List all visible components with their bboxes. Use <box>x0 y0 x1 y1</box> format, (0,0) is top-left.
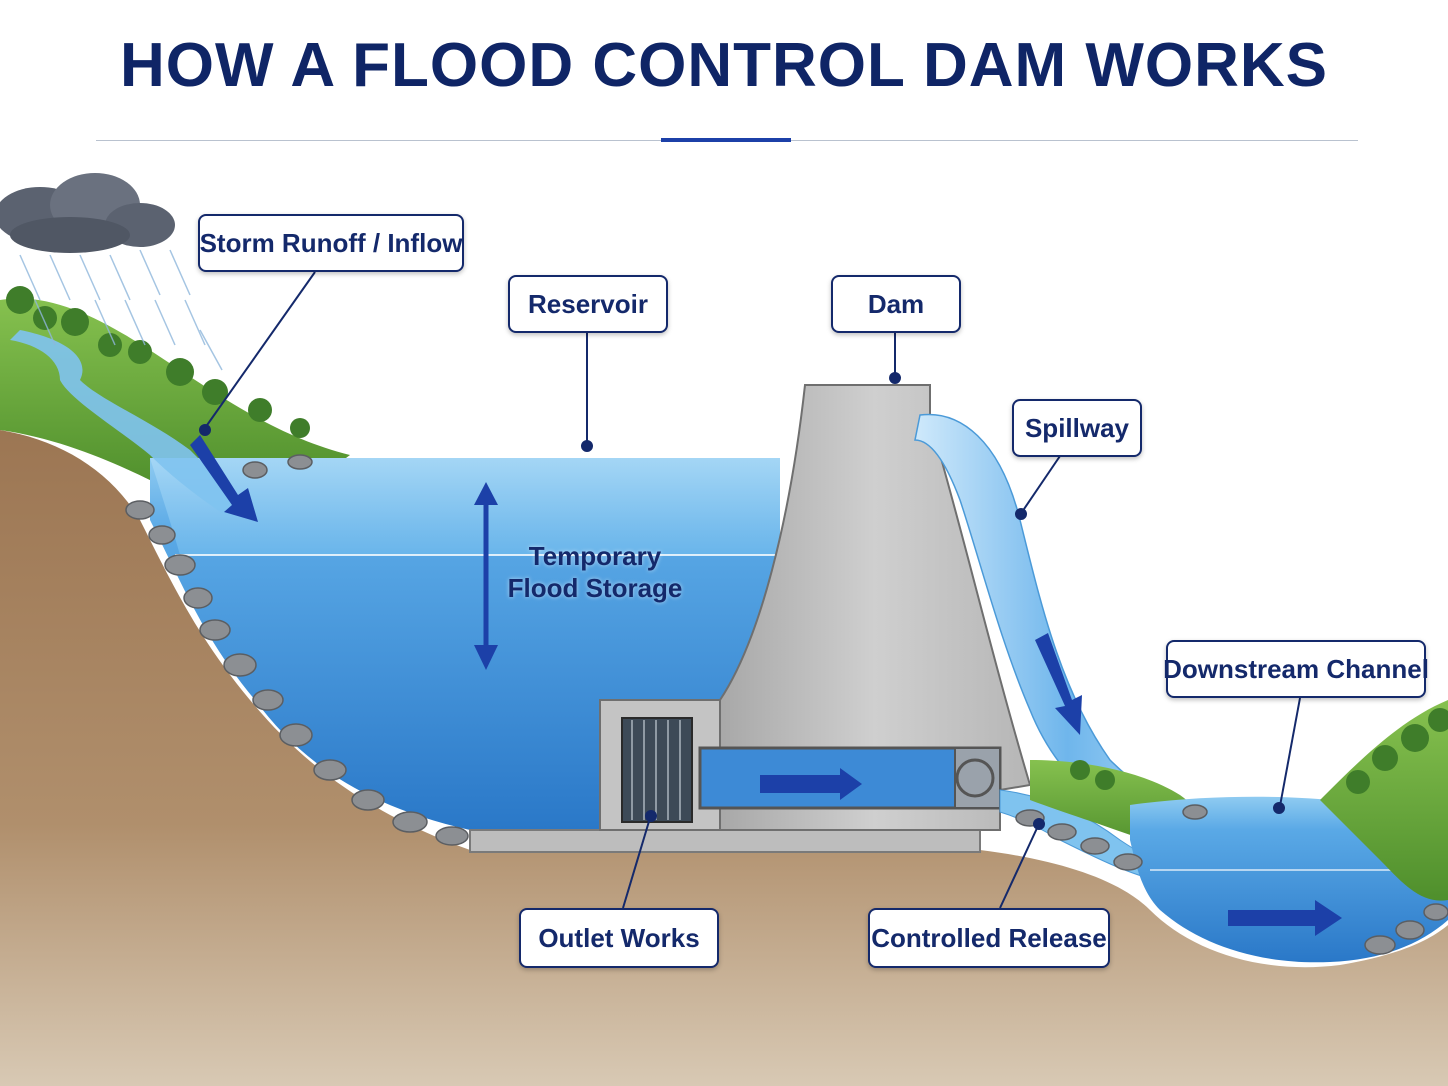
storm-runoff-label: Storm Runoff / Inflow <box>198 214 464 272</box>
outlet-base-slab <box>469 829 981 853</box>
temporary-flood-storage-label: Temporary Flood Storage <box>500 540 690 604</box>
shore-rocks-left <box>125 454 469 846</box>
leader-lines <box>199 271 1301 909</box>
title-divider-accent <box>661 138 791 142</box>
inflow-stream <box>10 330 250 515</box>
left-trees <box>6 286 310 438</box>
flood-storage-band <box>150 458 780 555</box>
spillway-arrow <box>1035 633 1082 735</box>
dam-body <box>719 384 1032 831</box>
dam-label: Dam <box>831 275 961 333</box>
left-hillside-grass <box>0 298 350 490</box>
conduit-flow-arrow <box>760 768 862 800</box>
storm-cloud <box>0 173 175 253</box>
right-trees <box>1070 708 1448 794</box>
reservoir-label: Reservoir <box>508 275 668 333</box>
page-title: HOW A FLOOD CONTROL DAM WORKS <box>119 31 1329 100</box>
downstream-channel-label: Downstream Channel <box>1163 640 1429 698</box>
spillway-label: Spillway <box>1012 399 1142 457</box>
controlled-release-label: Controlled Release <box>868 908 1110 968</box>
storage-label-line2: Flood Storage <box>507 573 683 603</box>
shore-rocks-right <box>1015 804 1448 955</box>
flood-storage-arrow <box>474 482 498 670</box>
outlet-works-label: Outlet Works <box>519 908 719 968</box>
storage-label-line1: Temporary <box>528 541 662 571</box>
inflow-arrow <box>190 435 258 522</box>
downstream-arrow <box>1228 900 1342 936</box>
rain <box>19 249 223 371</box>
